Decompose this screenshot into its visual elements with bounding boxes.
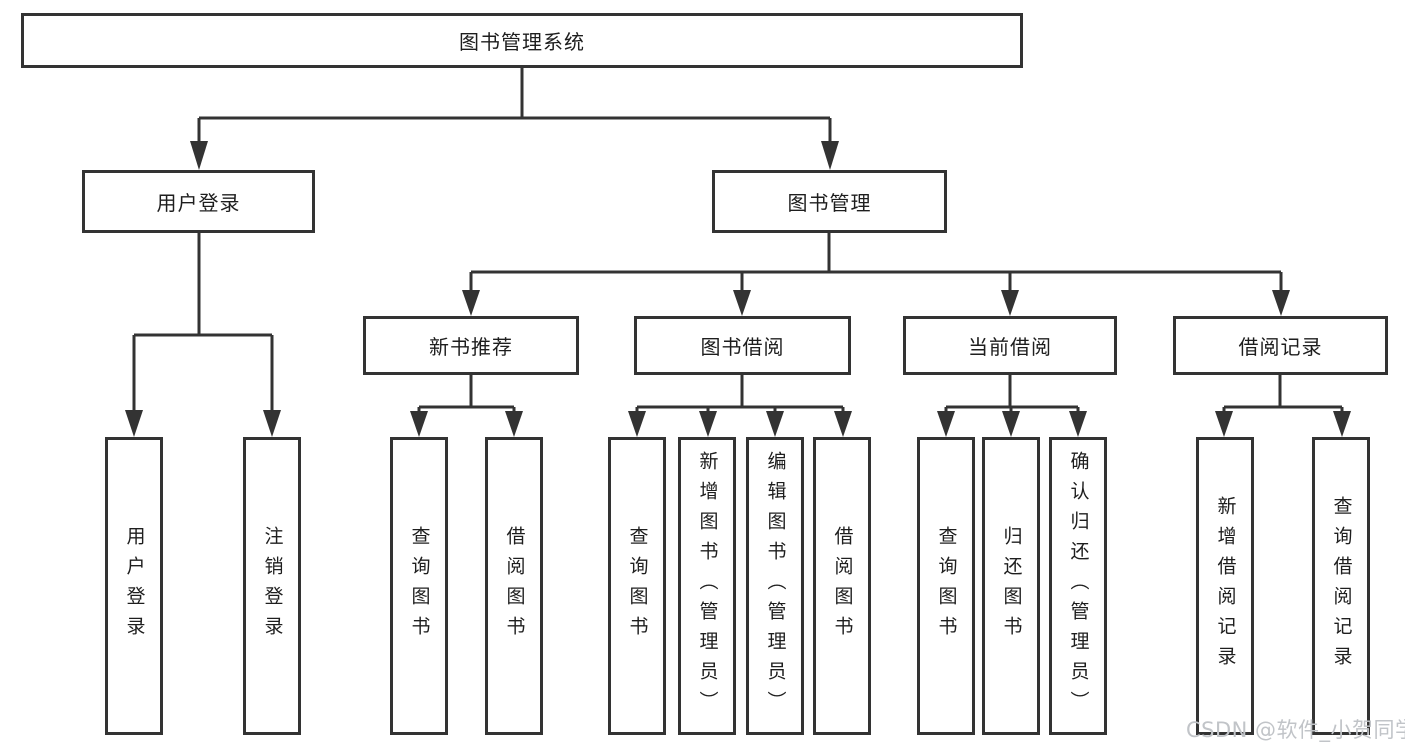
leaf-label-logout: 注销登录: [261, 526, 284, 646]
leaf-box-query-borrow-record: 查询借阅记录: [1312, 437, 1370, 735]
node-box-new-book-recommend: 新书推荐: [363, 316, 579, 375]
arrow-down-icon: [937, 411, 955, 437]
leaf-box-borrow-books-recommend: 借阅图书: [485, 437, 543, 735]
connector-line-group: [132, 68, 1344, 414]
arrow-down-icon: [1002, 411, 1020, 437]
arrow-down-icon: [628, 411, 646, 437]
arrow-down-icon: [505, 411, 523, 437]
node-box-book-borrow: 图书借阅: [634, 316, 851, 375]
leaf-label-confirm-return-admin: 确认归还（管理员）: [1067, 451, 1090, 721]
leaf-box-query-books-borrow: 查询图书: [608, 437, 666, 735]
leaf-label-query-books-recommend: 查询图书: [408, 526, 431, 646]
leaf-box-logout: 注销登录: [243, 437, 301, 735]
arrow-down-icon: [190, 141, 208, 170]
node-label-root: 图书管理系统: [459, 30, 585, 54]
arrow-down-icon: [1333, 411, 1351, 437]
leaf-box-query-books-current: 查询图书: [917, 437, 975, 735]
watermark-text: CSDN @软件_小贺同学: [1186, 718, 1405, 742]
node-label-book-borrow: 图书借阅: [700, 335, 785, 359]
leaf-box-user-login: 用户登录: [105, 437, 163, 735]
arrow-down-icon: [834, 411, 852, 437]
leaf-box-query-books-recommend: 查询图书: [390, 437, 448, 735]
leaf-box-edit-books-admin: 编辑图书（管理员）: [746, 437, 804, 735]
arrow-down-icon: [410, 411, 428, 437]
leaf-label-add-books-admin: 新增图书（管理员）: [696, 451, 719, 721]
leaf-label-query-books-borrow: 查询图书: [626, 526, 649, 646]
arrow-down-icon: [1001, 290, 1019, 316]
arrow-down-icon: [1069, 411, 1087, 437]
arrow-down-icon: [125, 410, 143, 437]
node-box-user-login: 用户登录: [82, 170, 315, 233]
arrow-down-icon: [821, 141, 839, 170]
leaf-label-borrow-books-recommend: 借阅图书: [503, 526, 526, 646]
leaf-label-user-login: 用户登录: [123, 526, 146, 646]
arrow-down-icon: [263, 410, 281, 437]
node-label-borrow-records: 借阅记录: [1238, 335, 1323, 359]
arrow-down-icon: [699, 411, 717, 437]
leaf-label-edit-books-admin: 编辑图书（管理员）: [764, 451, 787, 721]
leaf-box-add-books-admin: 新增图书（管理员）: [678, 437, 736, 735]
node-label-new-book-recommend: 新书推荐: [429, 335, 513, 359]
node-box-book-management: 图书管理: [712, 170, 947, 233]
node-box-root: 图书管理系统: [21, 13, 1023, 68]
node-label-current-borrow: 当前借阅: [968, 335, 1052, 359]
leaf-label-query-borrow-record: 查询借阅记录: [1330, 496, 1353, 676]
leaf-label-borrow-books: 借阅图书: [831, 526, 854, 646]
arrow-down-icon: [462, 290, 480, 316]
arrow-down-icon: [733, 290, 751, 316]
leaf-box-borrow-books: 借阅图书: [813, 437, 871, 735]
node-box-borrow-records: 借阅记录: [1173, 316, 1388, 375]
arrow-down-icon: [1215, 411, 1233, 437]
node-label-book-management: 图书管理: [787, 191, 872, 215]
arrow-down-icon: [766, 411, 784, 437]
node-label-user-login: 用户登录: [156, 191, 241, 215]
leaf-box-return-books: 归还图书: [982, 437, 1040, 735]
node-box-current-borrow: 当前借阅: [903, 316, 1117, 375]
leaf-box-add-borrow-record: 新增借阅记录: [1196, 437, 1254, 735]
arrow-down-icon: [1272, 290, 1290, 316]
leaf-label-query-books-current: 查询图书: [935, 526, 958, 646]
leaf-box-confirm-return-admin: 确认归还（管理员）: [1049, 437, 1107, 735]
arrowhead-group: [125, 141, 1351, 437]
leaf-label-return-books: 归还图书: [1000, 526, 1023, 646]
leaf-label-add-borrow-record: 新增借阅记录: [1214, 496, 1237, 676]
